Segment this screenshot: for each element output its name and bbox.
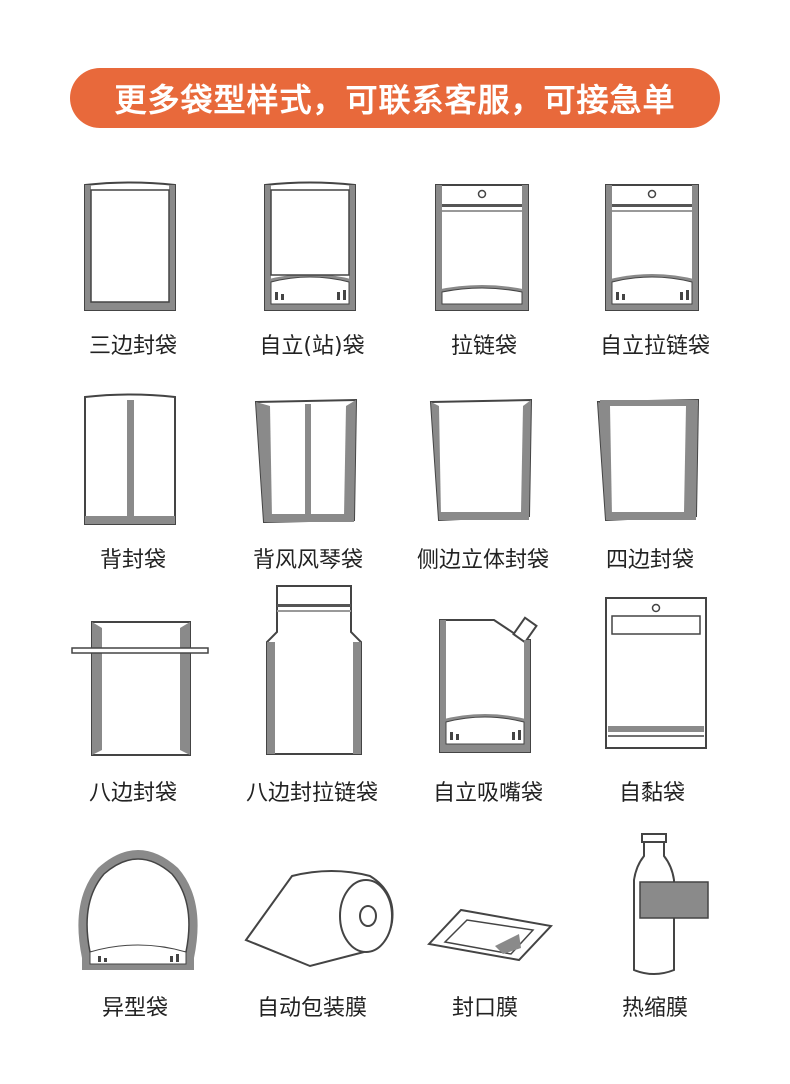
zipper-bag-icon: [435, 184, 529, 311]
item-label: 拉链袋: [450, 334, 517, 359]
stand-up-zipper-bag-icon: [605, 184, 699, 311]
stand-up-bag-icon: [264, 181, 356, 311]
item-label: 八边封袋: [88, 781, 177, 806]
item-label: 自立拉链袋: [599, 334, 710, 359]
item-label: 背封袋: [99, 548, 166, 573]
eight-side-seal-bag-icon: [71, 621, 209, 756]
film-roll-icon: [244, 870, 394, 968]
self-adhesive-bag-icon: [605, 597, 707, 749]
item-label: 侧边立体封袋: [416, 548, 549, 573]
item-label: 三边封袋: [88, 334, 177, 359]
item-label: 背风风琴袋: [252, 548, 363, 573]
side-gusset-bag-icon: [429, 398, 533, 522]
page-banner: 更多袋型样式，可联系客服，可接急单: [70, 68, 720, 128]
item-label: 异型袋: [101, 996, 168, 1021]
eight-side-zipper-bag-icon: [266, 585, 362, 755]
three-side-seal-bag-icon: [84, 181, 176, 311]
item-label: 自立(站)袋: [259, 334, 365, 359]
item-label: 四边封袋: [605, 548, 694, 573]
back-seal-gusset-bag-icon: [254, 398, 358, 524]
sealing-film-icon: [427, 908, 553, 962]
item-label: 自黏袋: [618, 781, 685, 806]
spout-pouch-icon: [439, 616, 538, 753]
item-label: 自立吸嘴袋: [432, 781, 543, 806]
item-label: 热缩膜: [621, 996, 688, 1021]
four-side-seal-bag-icon: [596, 398, 700, 522]
item-label: 封口膜: [451, 996, 518, 1021]
item-label: 八边封拉链袋: [245, 781, 378, 806]
shrink-film-bottle-icon: [633, 833, 709, 975]
item-label: 自动包装膜: [256, 996, 367, 1021]
shaped-bag-icon: [78, 850, 198, 970]
back-seal-bag-icon: [84, 393, 176, 525]
